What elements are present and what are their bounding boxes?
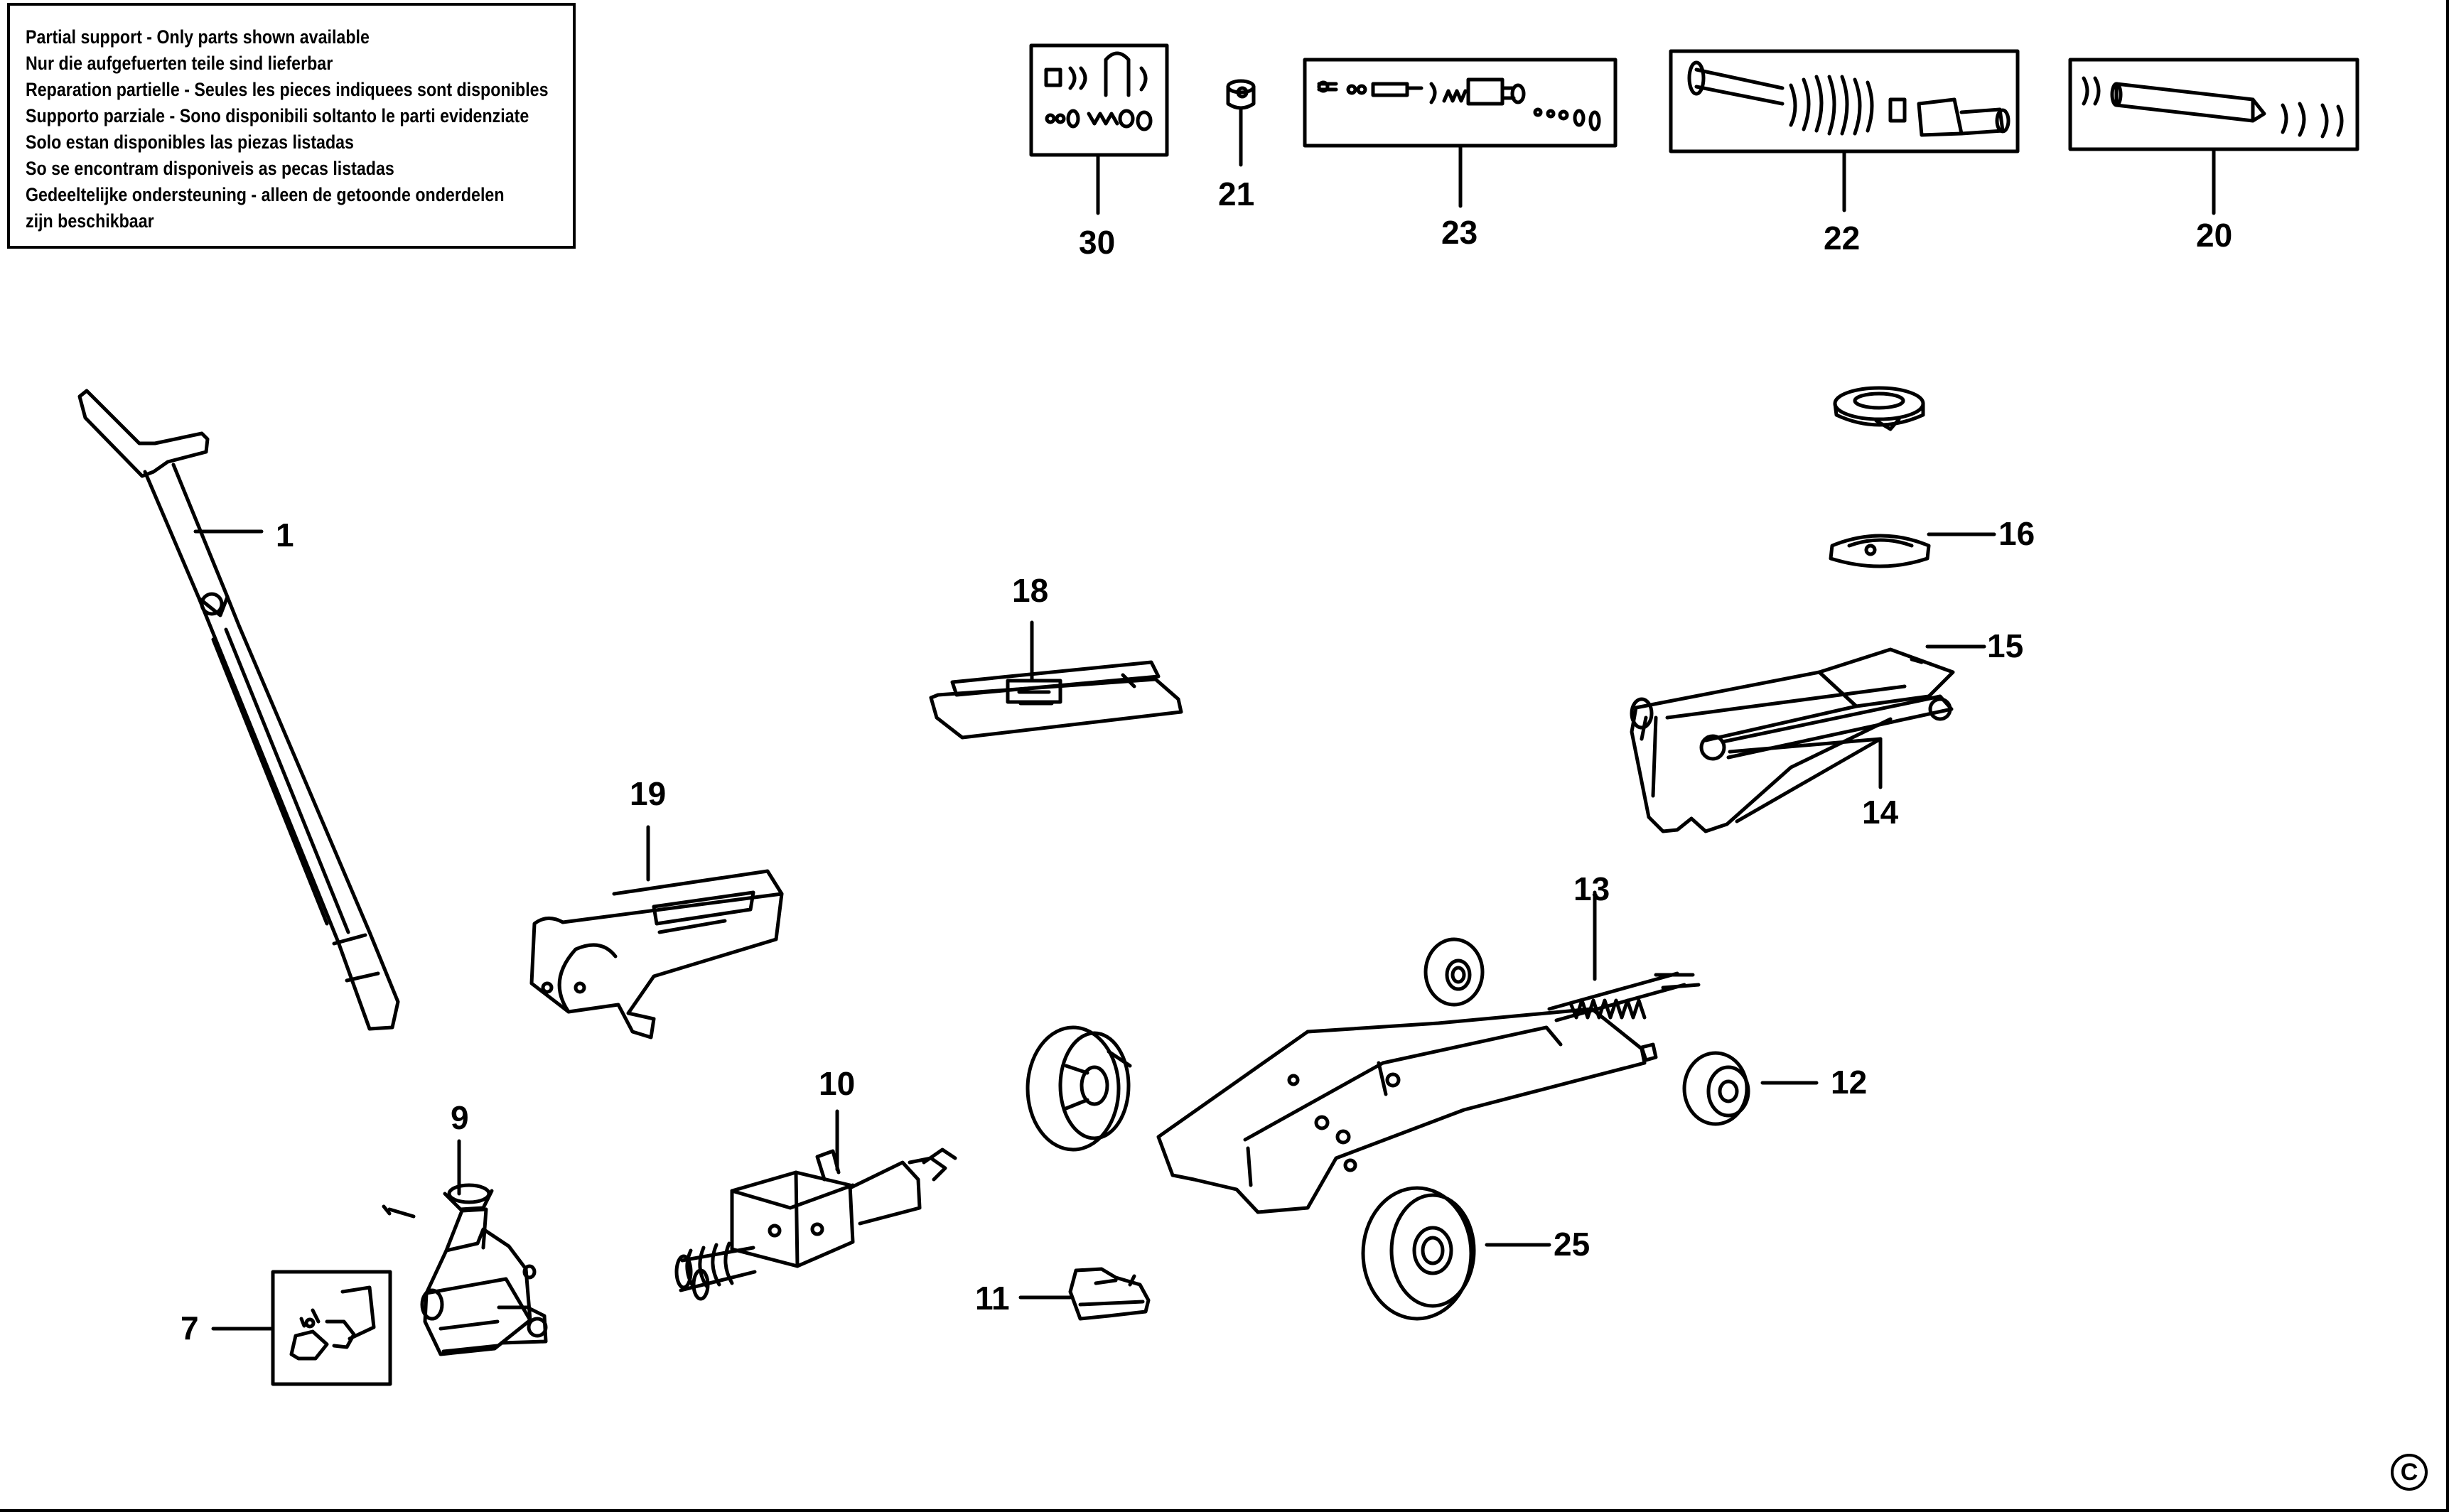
callout-16: 16 [1998, 515, 2035, 552]
callout-13: 13 [1573, 870, 1610, 907]
callout-14: 14 [1862, 794, 1899, 831]
part-20-pump-cylinder [2068, 58, 2359, 151]
part-1-handle [77, 389, 400, 1031]
part-7-small-kit [271, 1270, 392, 1386]
callout-7: 7 [181, 1310, 199, 1346]
part-10-pump-unit [674, 1148, 957, 1301]
callout-15: 15 [1987, 627, 2024, 664]
callout-22: 22 [1824, 220, 1861, 256]
callout-11: 11 [975, 1280, 1010, 1317]
partial-support-notice: Partial support - Only parts shown avail… [7, 3, 576, 249]
part-30-small-parts-kit [1029, 43, 1169, 157]
part-9-yoke [382, 1183, 548, 1356]
notice-line-en: Partial support - Only parts shown avail… [26, 26, 370, 48]
part-13-chassis [1156, 971, 1701, 1214]
notice-line-it: Supporto parziale - Sono disponibili sol… [26, 105, 529, 126]
part-15-lift-arm [1630, 647, 1955, 833]
callout-1: 1 [276, 517, 294, 554]
part-16-saddle [1829, 534, 1931, 568]
part-19-front-plate [529, 869, 784, 1040]
callout-9: 9 [451, 1099, 469, 1136]
small-front-wheel [1423, 937, 1485, 1007]
callout-25: 25 [1554, 1226, 1590, 1263]
notice-line-de: Nur die aufgefuerten teile sind lieferba… [26, 53, 333, 74]
part-11-clip [1068, 1267, 1151, 1321]
notice-line-es: Solo estan disponibles las piezas listad… [26, 131, 354, 153]
callout-10: 10 [819, 1065, 856, 1102]
part-12-roller [1682, 1051, 1750, 1126]
callout-21: 21 [1218, 176, 1255, 212]
part-25-rear-wheel [1361, 1186, 1476, 1321]
notice-line-fr: Reparation partielle - Seules les pieces… [26, 79, 549, 100]
part-22-pump-piston [1669, 49, 2020, 153]
notice-line-pt: So se encontram disponiveis as pecas lis… [26, 158, 394, 179]
callout-19: 19 [630, 775, 667, 812]
callout-18: 18 [1012, 572, 1049, 609]
notice-line-nl: Gedeeltelijke ondersteuning - alleen de … [26, 184, 505, 205]
notice-line-nl-cont: zijn beschikbaar [26, 210, 154, 232]
part-18-plate [929, 660, 1183, 740]
part-23-valve-kit [1303, 58, 1618, 148]
saddle-top-cap [1833, 386, 1925, 431]
part-21-bushing [1226, 79, 1256, 110]
copyright-symbol: C [2391, 1454, 2428, 1491]
callout-20: 20 [2196, 217, 2233, 254]
callout-23: 23 [1441, 214, 1478, 251]
callout-12: 12 [1831, 1064, 1868, 1101]
front-caster-wheel [1026, 1025, 1132, 1152]
callout-30: 30 [1079, 224, 1116, 261]
